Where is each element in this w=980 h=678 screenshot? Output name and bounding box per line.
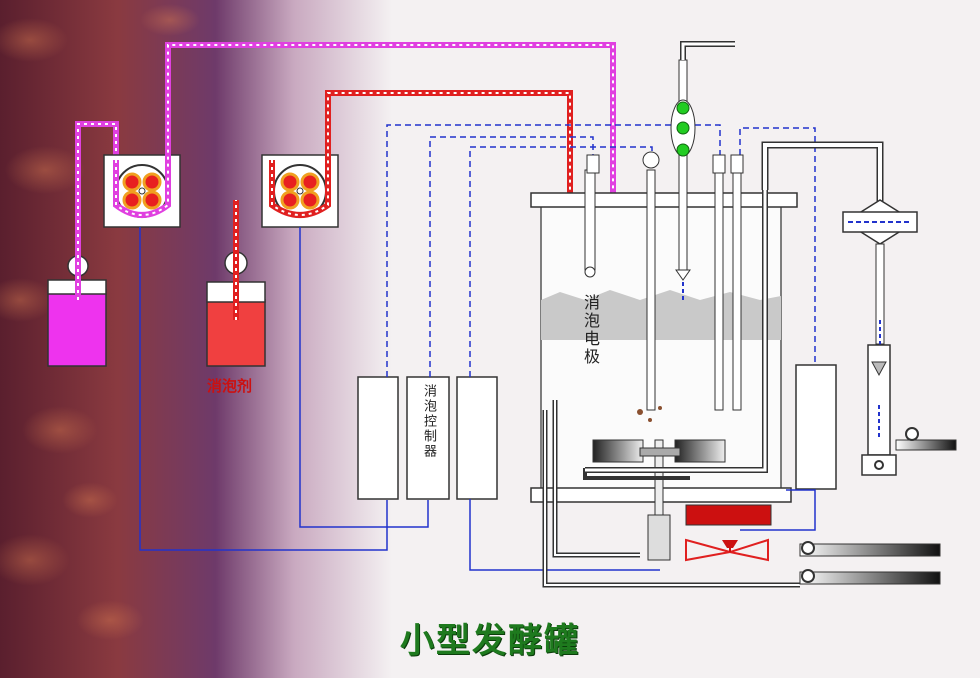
valve <box>685 538 769 562</box>
pump2-signal-line <box>299 227 429 528</box>
diagram-title: 小型发酵罐 <box>400 621 580 661</box>
antifoam-controller-box <box>406 376 450 500</box>
fermenter-tank <box>530 41 800 588</box>
outlet-pipe <box>799 571 941 585</box>
controller3-motor-line <box>469 499 660 571</box>
antifoam-controller-label: 消泡控制器 <box>421 384 436 459</box>
controller-box-3 <box>456 376 498 500</box>
controller-box-1 <box>357 376 399 500</box>
exhaust-filter <box>585 141 957 476</box>
air-inlet-pipe <box>799 543 941 557</box>
antifoam-agent-label: 消泡剂 <box>207 377 253 395</box>
antifoam-electrode-label: 消泡电极 <box>581 294 600 366</box>
background-bokeh <box>0 4 200 640</box>
pump1-signal-line <box>139 227 388 551</box>
controller-box-right <box>795 364 837 490</box>
dashed-signal-lines <box>386 124 816 377</box>
magenta-reservoir <box>47 255 107 367</box>
